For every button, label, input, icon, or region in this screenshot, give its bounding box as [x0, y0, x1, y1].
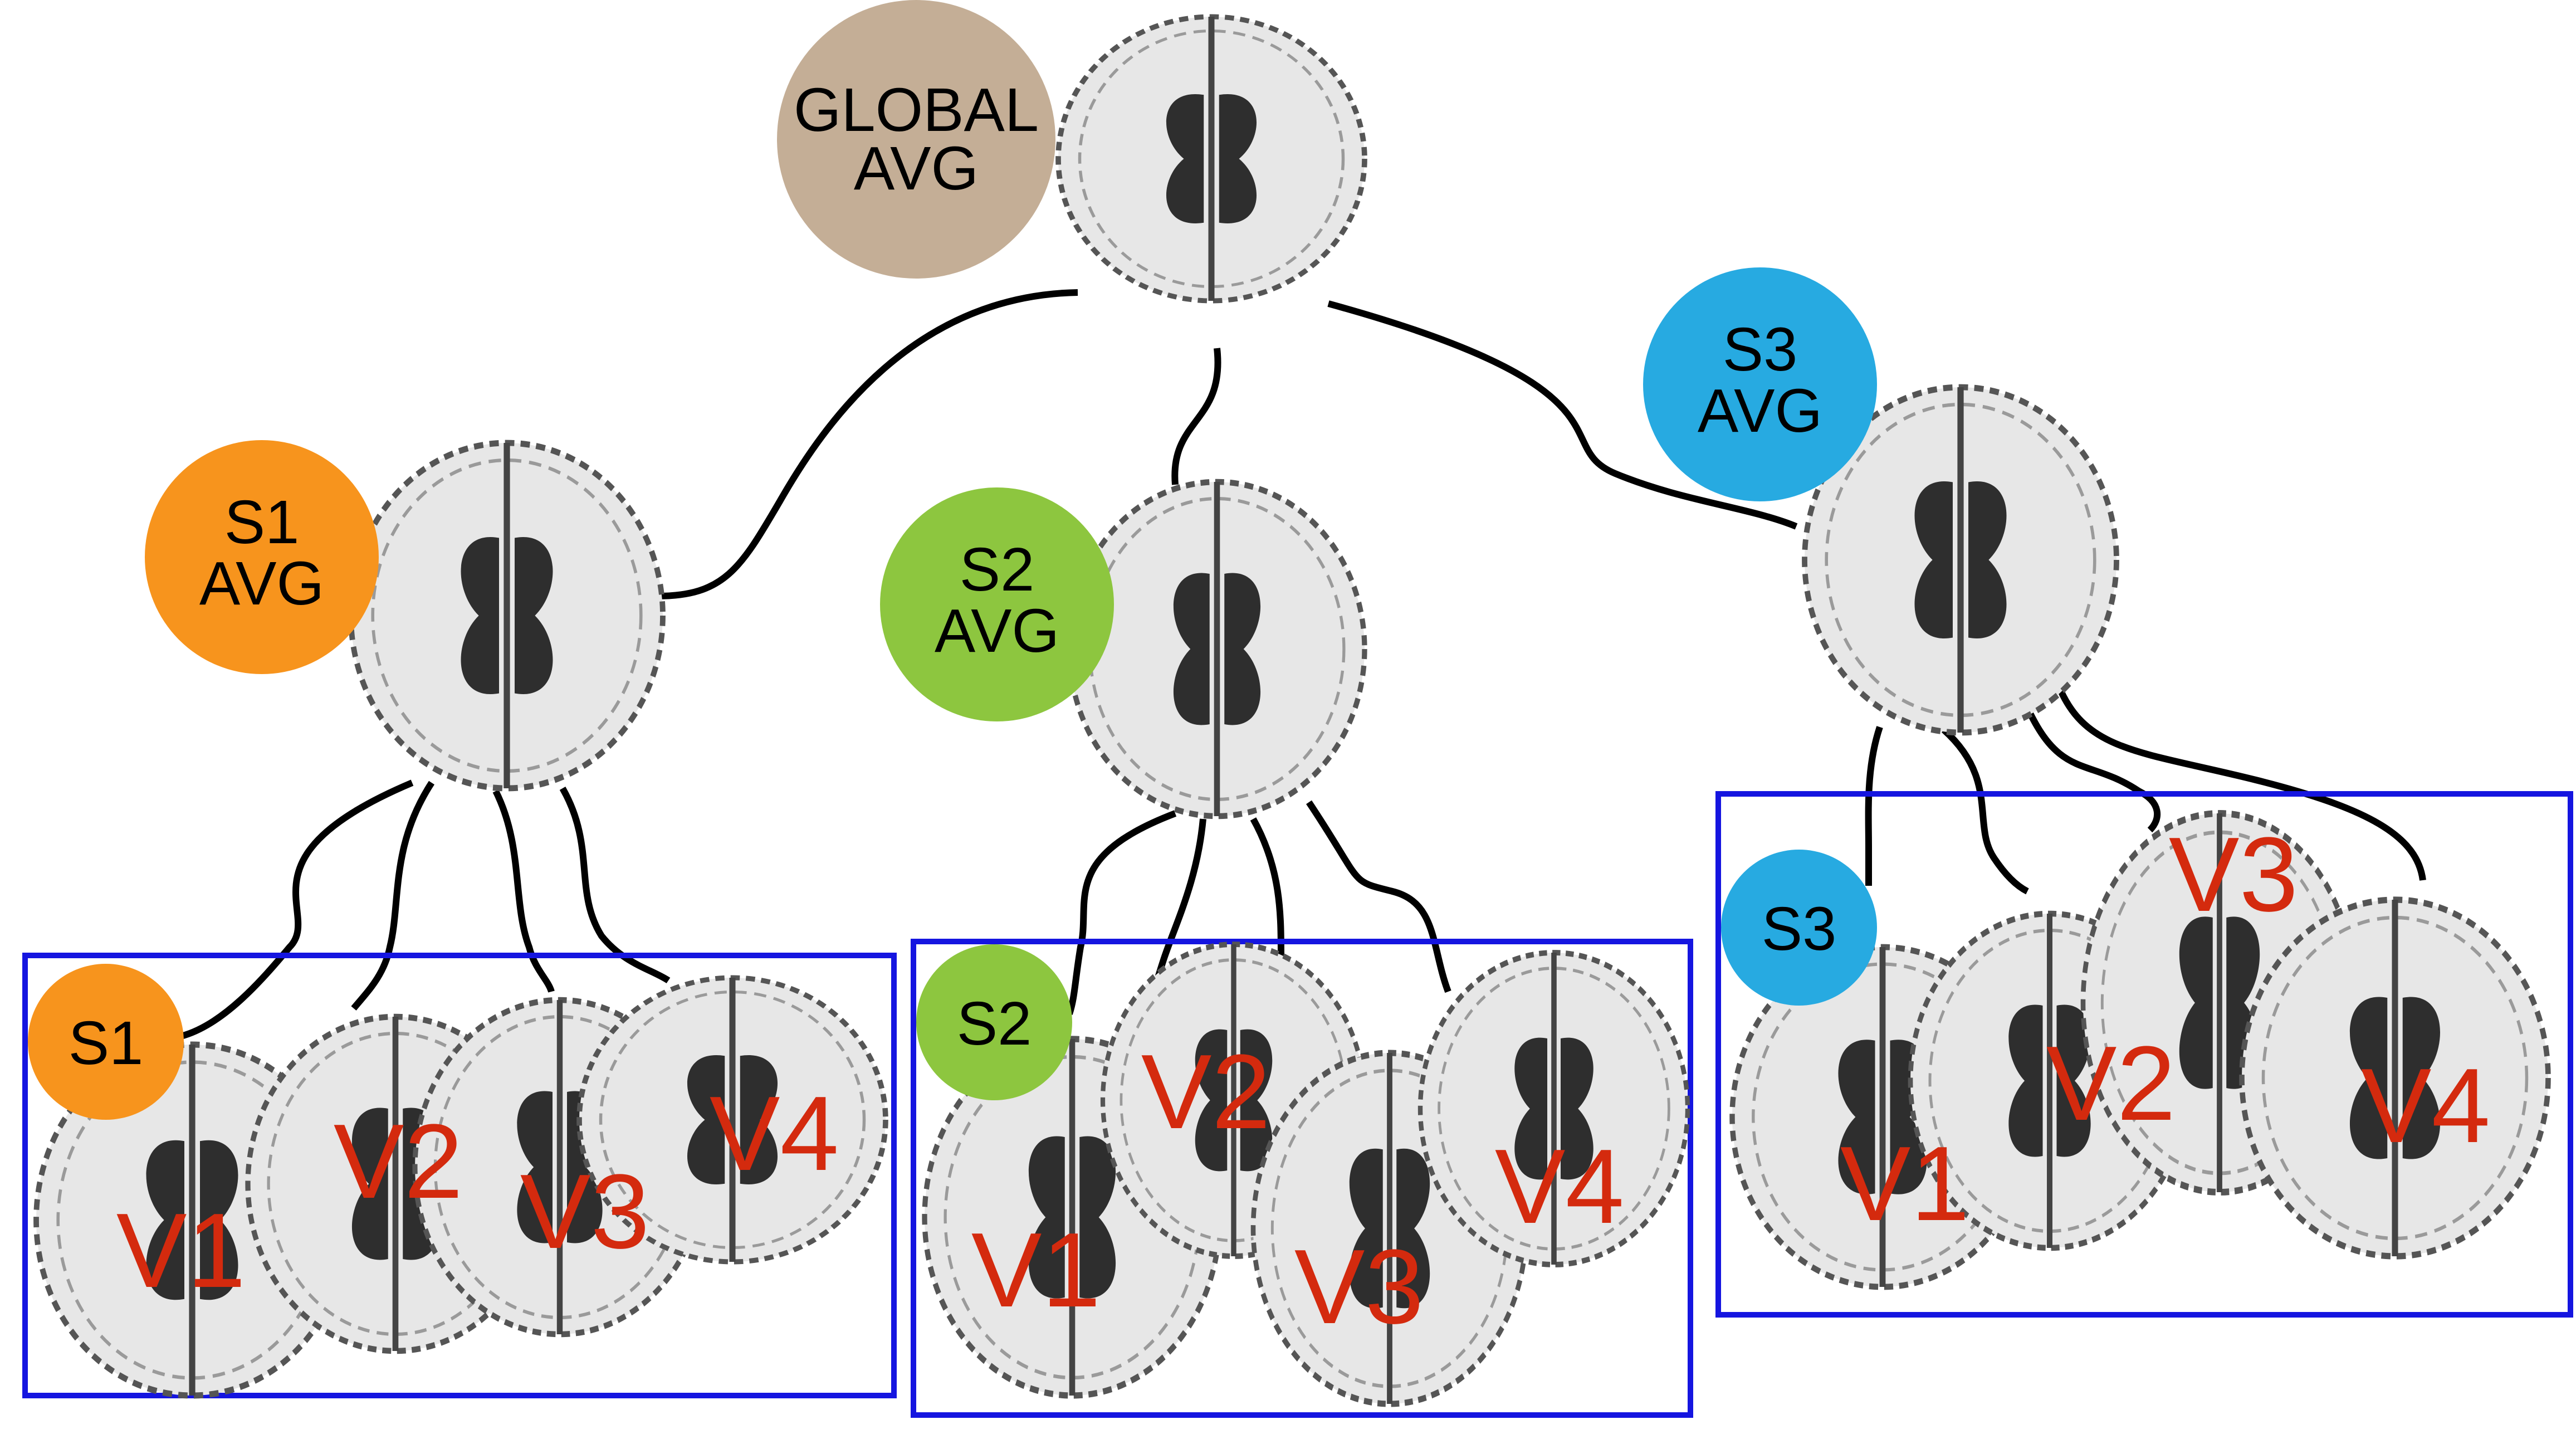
s2-v2-label: V2 [1141, 1033, 1270, 1151]
s2-avg-brain [1069, 482, 1365, 816]
edge-global-s1 [657, 289, 1078, 599]
global-avg-node: GLOBAL AVG [777, 0, 1055, 279]
edge-global-s2 [1171, 348, 1221, 485]
s2-avg-label-line1: S2 [960, 535, 1035, 604]
s2-group-badge: S2 [916, 944, 1072, 1100]
s3-group-label: S3 [1762, 895, 1837, 963]
s1-visits-box [22, 953, 897, 1398]
s1-avg-label-line2: AVG [199, 549, 324, 618]
s3-v2-label: V2 [2046, 1025, 2176, 1143]
edge-s1-v3 [492, 789, 555, 993]
s3-v1-label: V1 [1840, 1125, 1969, 1243]
edge-s1-v4 [559, 787, 671, 984]
edge-s3-v2 [1941, 727, 2029, 895]
edge-global-s3 [1327, 300, 1798, 530]
s2-avg-node: S2 AVG [880, 487, 1114, 721]
edge-s3-v4 [2057, 689, 2426, 881]
s2-group-label: S2 [957, 989, 1032, 1058]
s3-avg-label-line1: S3 [1723, 315, 1798, 384]
s2-visits-box [911, 939, 1693, 1418]
s3-avg-node: S3 AVG [1643, 267, 1877, 501]
s3-v4-label: V4 [2361, 1047, 2490, 1165]
s1-group-badge: S1 [28, 964, 184, 1120]
s3-group-badge: S3 [1721, 850, 1877, 1006]
s2-v1-label: V1 [971, 1211, 1101, 1329]
s2-v4-label: V4 [1495, 1128, 1624, 1246]
edge-s1-v1 [180, 779, 414, 1040]
edges-global [657, 289, 1798, 599]
s1-v4-label: V4 [710, 1075, 839, 1193]
s1-avg-label-line1: S1 [224, 488, 300, 557]
s1-avg-brain [351, 443, 663, 788]
s1-v2-label: V2 [334, 1103, 463, 1221]
s1-v1-label: V1 [116, 1192, 246, 1310]
s2-v3-label: V3 [1294, 1228, 1424, 1346]
global-avg-label-line1: GLOBAL [794, 76, 1039, 144]
s1-avg-node: S1 AVG [145, 440, 379, 674]
s1-group-label: S1 [69, 1009, 144, 1077]
edges-s3 [1865, 689, 2426, 895]
edges-s1 [180, 779, 671, 1040]
edge-s3-v1 [1865, 726, 1883, 886]
edge-s2-v4 [1306, 800, 1451, 993]
s2-avg-label-line2: AVG [935, 597, 1059, 665]
global-avg-brain [1058, 17, 1365, 301]
edges-s2 [1066, 800, 1451, 1015]
global-avg-label-line2: AVG [854, 134, 979, 203]
s1-v3-label: V3 [520, 1153, 649, 1271]
s3-avg-label-line2: AVG [1698, 377, 1822, 445]
s3-visits-box [1715, 791, 2573, 1318]
edge-s1-v2 [351, 781, 435, 1011]
edge-s3-v3 [2024, 706, 2160, 833]
s3-v3-label: V3 [2169, 816, 2298, 934]
edge-s2-v1 [1066, 810, 1177, 1015]
